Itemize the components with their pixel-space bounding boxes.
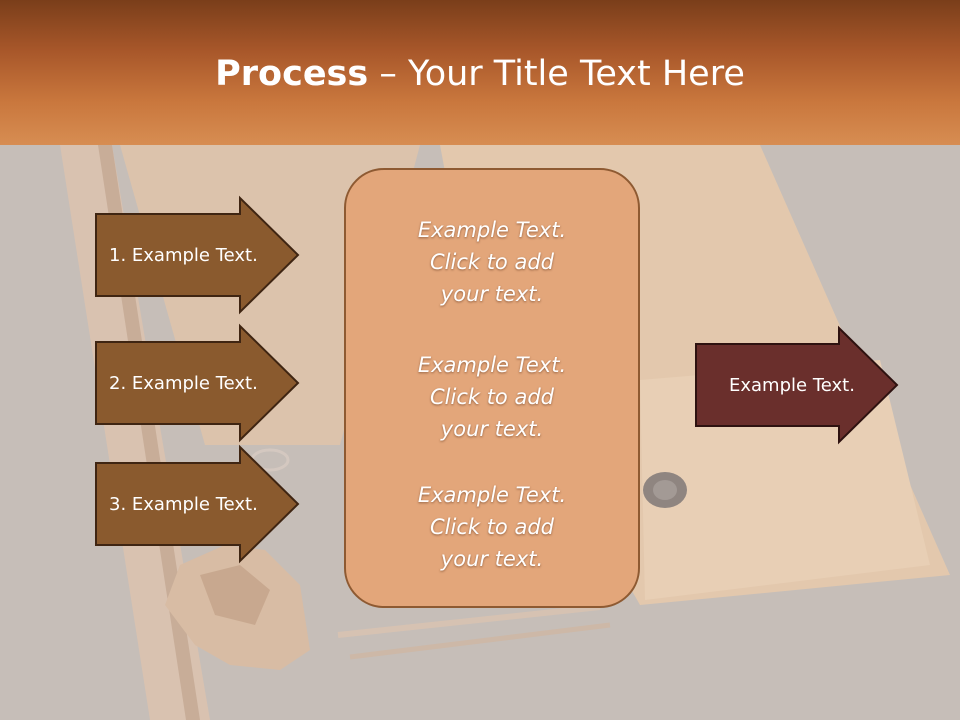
panel-line: Click to add <box>429 385 554 409</box>
step-label-2: 2. Example Text. <box>109 372 258 394</box>
step-arrow-1[interactable]: 1. Example Text. <box>95 195 301 315</box>
panel-line: Click to add <box>429 250 554 274</box>
panel-line: Example Text. <box>417 218 567 242</box>
step-label-3: 3. Example Text. <box>109 493 258 515</box>
slide-title[interactable]: Process – Your Title Text Here <box>0 52 960 96</box>
right-arrow-icon <box>95 444 300 564</box>
panel-text-block-2[interactable]: Example Text. Click to add your text. <box>346 349 638 445</box>
process-panel[interactable]: Example Text. Click to add your text. Ex… <box>344 168 640 608</box>
panel-text-block-3[interactable]: Example Text. Click to add your text. <box>346 479 638 575</box>
pencil <box>337 604 601 638</box>
step-label-1: 1. Example Text. <box>109 244 258 266</box>
panel-line: your text. <box>440 282 544 306</box>
step-arrow-2[interactable]: 2. Example Text. <box>95 323 301 443</box>
title-bar: Process – Your Title Text Here <box>0 0 960 145</box>
title-bold: Process <box>215 54 369 94</box>
right-arrow-icon <box>95 323 300 443</box>
panel-line: your text. <box>440 417 544 441</box>
panel-line: Example Text. <box>417 483 567 507</box>
panel-line: Example Text. <box>417 353 567 377</box>
result-arrow[interactable]: Example Text. <box>695 325 900 445</box>
title-rest: – Your Title Text Here <box>368 54 745 94</box>
panel-line: your text. <box>440 547 544 571</box>
pencil-2 <box>349 622 611 660</box>
result-label: Example Text. <box>729 374 855 396</box>
right-arrow-icon <box>695 325 899 445</box>
step-arrow-3[interactable]: 3. Example Text. <box>95 444 301 564</box>
right-arrow-icon <box>95 195 300 315</box>
panel-line: Click to add <box>429 515 554 539</box>
panel-text-block-1[interactable]: Example Text. Click to add your text. <box>346 214 638 310</box>
